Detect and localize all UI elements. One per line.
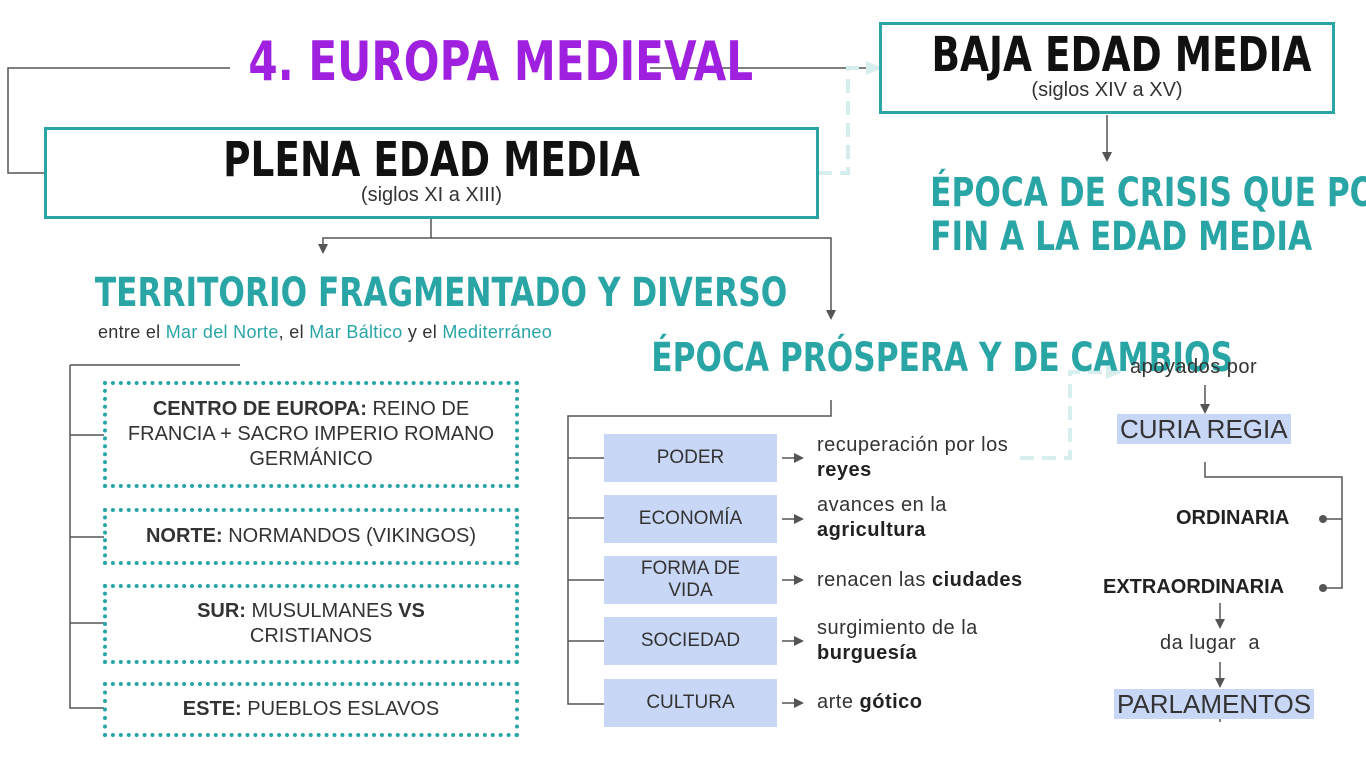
plena-edad-media-title: PLENA EDAD MEDIA [223, 132, 640, 188]
da-lugar-label: da lugar a [1160, 632, 1261, 654]
pill-economia: ECONOMÍA [604, 495, 777, 543]
poder-to-curia-dashed-arrow [1020, 365, 1122, 460]
crisis-text-line2: FIN A LA EDAD MEDIA [930, 214, 1313, 260]
desc-sociedad: surgimiento de la burguesía [817, 617, 978, 664]
region-este: ESTE: PUEBLOS ESLAVOS [103, 682, 519, 737]
baja-edad-media-subtitle: (siglos XIV a XV) [1031, 79, 1183, 101]
prospera-bracket [567, 400, 832, 705]
baja-edad-media-title: BAJA EDAD MEDIA [931, 27, 1312, 83]
apoyados-por-label: apoyados por [1130, 356, 1258, 378]
region-norte: NORTE: NORMANDOS (VIKINGOS) [103, 508, 519, 565]
plena-edad-media-subtitle: (siglos XI a XIII) [360, 184, 503, 206]
pill-sociedad: SOCIEDAD [604, 617, 777, 665]
parlamentos-label: PARLAMENTOS [1114, 689, 1315, 720]
territorio-subtitle: entre el Mar del Norte, el Mar Báltico y… [97, 322, 553, 342]
pill-poder: PODER [604, 434, 777, 482]
plena-down-connector [318, 218, 432, 254]
desc-forma-de-vida: renacen las ciudades [817, 569, 1023, 591]
title-left-connector [7, 67, 230, 174]
region-centro: CENTRO DE EUROPA: REINO DE FRANCIA + SAC… [103, 381, 519, 488]
desc-economia: avances en la agricultura [817, 494, 947, 541]
pill-cultura: CULTURA [604, 679, 777, 727]
desc-cultura: arte gótico [817, 691, 923, 713]
extraordinaria-label: EXTRAORDINARIA [1103, 576, 1285, 598]
plena-edad-media-box: PLENA EDAD MEDIA (siglos XI a XIII) [44, 127, 819, 219]
plena-to-baja-dashed-arrow [818, 61, 882, 175]
territorio-title: TERRITORIO FRAGMENTADO Y DIVERSO [94, 270, 788, 316]
prospera-title: ÉPOCA PRÓSPERA Y DE CAMBIOS [651, 335, 1233, 381]
crisis-text-line1: ÉPOCA DE CRISIS QUE PONE [930, 170, 1366, 216]
page-title: 4. EUROPA MEDIEVAL [248, 30, 754, 93]
desc-poder: recuperación por los reyes [817, 434, 1009, 481]
curia-regia-label: CURIA REGIA [1117, 414, 1291, 445]
territorio-bracket [69, 364, 240, 709]
plena-right-connector [431, 237, 836, 320]
baja-edad-media-box: BAJA EDAD MEDIA (siglos XIV a XV) [879, 22, 1335, 114]
region-sur: SUR: MUSULMANES VS CRISTIANOS [103, 584, 519, 664]
ordinaria-label: ORDINARIA [1176, 507, 1290, 529]
pill-forma-de-vida: FORMA DE VIDA [604, 556, 777, 604]
